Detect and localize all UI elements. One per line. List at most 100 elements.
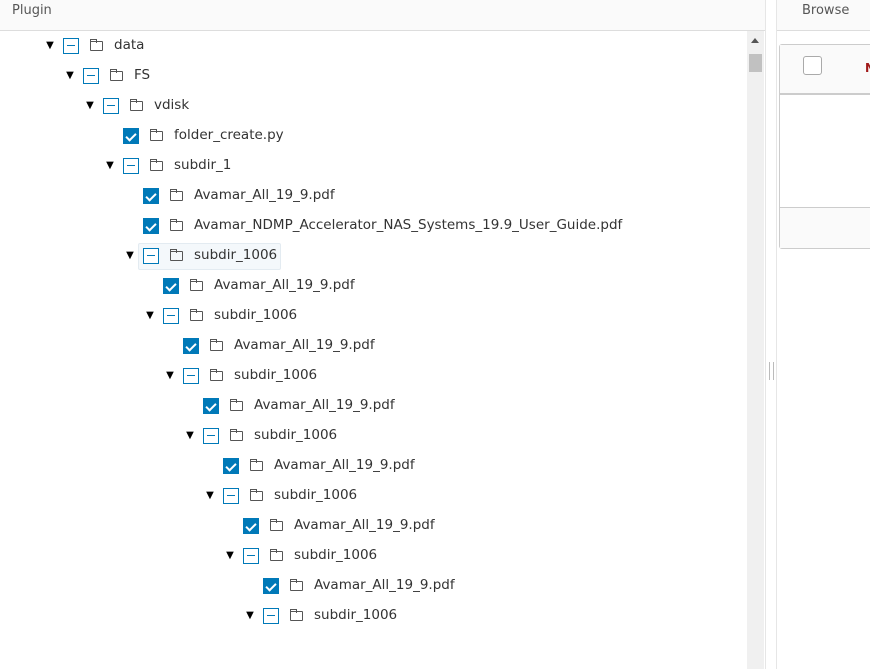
node-label[interactable]: subdir_1006 (274, 487, 358, 503)
selected-node-highlight (138, 243, 281, 270)
folder-icon (170, 249, 183, 261)
folder-icon (150, 129, 163, 141)
node-checkbox[interactable] (263, 578, 279, 594)
node-checkbox[interactable] (203, 398, 219, 414)
folder-icon (250, 489, 263, 501)
folder-icon (250, 459, 263, 471)
tree-node[interactable]: ▼ subdir_1006 (0, 541, 747, 571)
node-label[interactable]: Avamar_All_19_9.pdf (314, 577, 455, 593)
expand-caret-icon[interactable]: ▼ (146, 310, 154, 321)
folder-icon (190, 309, 203, 321)
node-checkbox[interactable] (163, 308, 179, 324)
tree-node[interactable]: ▼ subdir_1006 (0, 481, 747, 511)
scroll-up-arrow-icon[interactable] (751, 38, 759, 43)
node-label[interactable]: vdisk (154, 97, 190, 113)
table-header: N (780, 45, 870, 95)
tree-node[interactable]: Avamar_All_19_9.pdf (0, 331, 747, 361)
folder-icon (190, 279, 203, 291)
node-label[interactable]: Avamar_All_19_9.pdf (274, 457, 415, 473)
folder-icon (270, 549, 283, 561)
expand-caret-icon[interactable]: ▼ (206, 490, 214, 501)
node-checkbox[interactable] (183, 338, 199, 354)
folder-icon (130, 99, 143, 111)
tree-node[interactable]: ▼ subdir_1 (0, 151, 747, 181)
node-checkbox[interactable] (123, 158, 139, 174)
node-checkbox[interactable] (163, 278, 179, 294)
tree-node[interactable]: Avamar_All_19_9.pdf (0, 511, 747, 541)
browse-table: N (779, 44, 870, 249)
node-checkbox[interactable] (143, 248, 159, 264)
node-checkbox[interactable] (63, 38, 79, 54)
expand-caret-icon[interactable]: ▼ (186, 430, 194, 441)
node-checkbox[interactable] (183, 368, 199, 384)
tree-node[interactable]: ▼ subdir_1006 (0, 361, 747, 391)
node-label[interactable]: subdir_1006 (194, 247, 278, 263)
tree-node[interactable]: ▼ vdisk (0, 91, 747, 121)
tree-node[interactable]: Avamar_All_19_9.pdf (0, 451, 747, 481)
node-label[interactable]: subdir_1006 (294, 547, 378, 563)
tree-node[interactable]: folder_create.py (0, 121, 747, 151)
expand-caret-icon[interactable]: ▼ (126, 250, 134, 261)
tree-node[interactable]: ▼ subdir_1006 (0, 241, 747, 271)
node-checkbox[interactable] (263, 608, 279, 624)
tree-node[interactable]: Avamar_All_19_9.pdf (0, 391, 747, 421)
node-label[interactable]: Avamar_All_19_9.pdf (254, 397, 395, 413)
node-label[interactable]: subdir_1006 (214, 307, 298, 323)
plugin-panel-title: Plugin (12, 3, 52, 18)
tree-node[interactable]: ▼ subdir_1006 (0, 301, 747, 331)
node-checkbox[interactable] (243, 518, 259, 534)
tree-node[interactable]: ▼ subdir_1006 (0, 421, 747, 451)
expand-caret-icon[interactable]: ▼ (166, 370, 174, 381)
panel-resize-divider[interactable] (765, 0, 777, 669)
tree-scrollbar[interactable] (747, 31, 764, 669)
node-label[interactable]: subdir_1006 (314, 607, 398, 623)
node-label[interactable]: subdir_1 (174, 157, 232, 173)
tree-node[interactable]: Avamar_All_19_9.pdf (0, 271, 747, 301)
folder-icon (210, 339, 223, 351)
node-label[interactable]: Avamar_All_19_9.pdf (194, 187, 335, 203)
node-label[interactable]: folder_create.py (174, 127, 284, 143)
node-label[interactable]: subdir_1006 (234, 367, 318, 383)
tree-node[interactable]: Avamar_All_19_9.pdf (0, 181, 747, 211)
folder-icon (290, 609, 303, 621)
node-checkbox[interactable] (223, 488, 239, 504)
node-checkbox[interactable] (243, 548, 259, 564)
tree-node[interactable]: Avamar_All_19_9.pdf (0, 571, 747, 601)
resize-grip-icon[interactable] (769, 362, 774, 380)
node-label[interactable]: Avamar_All_19_9.pdf (214, 277, 355, 293)
tree-node[interactable]: Avamar_NDMP_Accelerator_NAS_Systems_19.9… (0, 211, 747, 241)
folder-icon (110, 69, 123, 81)
folder-icon (170, 219, 183, 231)
expand-caret-icon[interactable]: ▼ (46, 40, 54, 51)
node-label[interactable]: data (114, 37, 145, 53)
node-checkbox[interactable] (203, 428, 219, 444)
node-checkbox[interactable] (83, 68, 99, 84)
select-all-checkbox[interactable] (803, 56, 822, 75)
node-label[interactable]: FS (134, 67, 151, 83)
folder-icon (230, 429, 243, 441)
node-checkbox[interactable] (103, 98, 119, 114)
column-header-name[interactable]: N (865, 61, 870, 75)
folder-icon (90, 39, 103, 51)
browse-panel: Browse N (777, 0, 870, 669)
tree-node[interactable]: ▼ FS (0, 61, 747, 91)
node-label[interactable]: Avamar_All_19_9.pdf (234, 337, 375, 353)
node-label[interactable]: subdir_1006 (254, 427, 338, 443)
node-checkbox[interactable] (223, 458, 239, 474)
folder-icon (170, 189, 183, 201)
expand-caret-icon[interactable]: ▼ (66, 70, 74, 81)
expand-caret-icon[interactable]: ▼ (246, 610, 254, 621)
node-checkbox[interactable] (143, 218, 159, 234)
expand-caret-icon[interactable]: ▼ (106, 160, 114, 171)
node-checkbox[interactable] (123, 128, 139, 144)
node-checkbox[interactable] (143, 188, 159, 204)
expand-caret-icon[interactable]: ▼ (86, 100, 94, 111)
tree-node[interactable]: ▼ data (0, 31, 747, 61)
node-label[interactable]: Avamar_All_19_9.pdf (294, 517, 435, 533)
scrollbar-thumb[interactable] (749, 54, 762, 72)
node-label[interactable]: Avamar_NDMP_Accelerator_NAS_Systems_19.9… (194, 217, 623, 233)
folder-icon (290, 579, 303, 591)
tree-node[interactable]: ▼ subdir_1006 (0, 601, 747, 631)
expand-caret-icon[interactable]: ▼ (226, 550, 234, 561)
